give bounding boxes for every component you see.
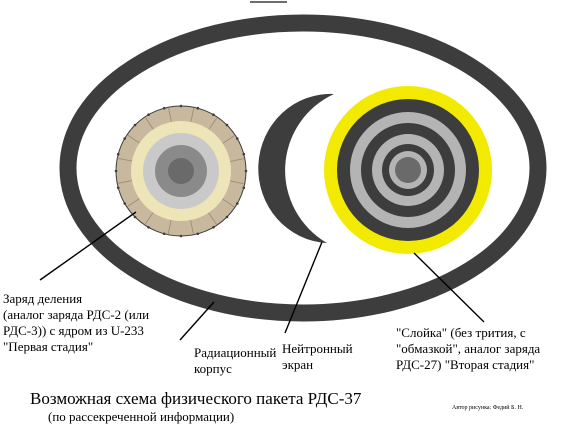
primary-lens-line — [230, 158, 244, 162]
primary-rim-dot — [244, 169, 248, 173]
primary-rim-dot — [196, 232, 200, 236]
radiation-leader-line — [179, 301, 215, 341]
primary-rim-dot — [179, 234, 183, 238]
primary-lens-line — [127, 134, 140, 144]
primary-lens-line — [222, 198, 235, 208]
primary-lens-line — [167, 219, 172, 234]
secondary-core — [395, 157, 421, 183]
layer-leader-line — [413, 252, 485, 323]
primary-rim-dot — [123, 137, 126, 140]
neutron-leader-line — [284, 241, 323, 334]
primary-lens-line — [222, 135, 235, 144]
primary-rim-dot — [162, 106, 166, 110]
author-credit: Автор рисунка: Федий Б. Н. — [452, 405, 524, 411]
primary-rim-dot — [242, 186, 246, 190]
fission-leader-line — [39, 211, 137, 281]
neutron-shield-label: Нейтронный экран — [282, 341, 353, 372]
primary-rim-dot — [212, 226, 215, 229]
layer-cake-label: "Слойка" (без трития, с "обмазкой", анал… — [396, 325, 541, 372]
primary-rim-dot — [147, 113, 150, 116]
primary-core — [168, 158, 194, 184]
primary-lens-lines — [118, 108, 244, 234]
primary-lens-line — [208, 117, 218, 130]
primary-lens-line — [229, 180, 244, 185]
primary-rim-dot — [212, 113, 215, 116]
primary-lens-line — [145, 117, 154, 130]
primary-rim-dot — [236, 137, 239, 140]
primary-rim-dot — [147, 226, 150, 229]
radiation-case-label: Радиационный корпус — [194, 345, 277, 376]
primary-rim-dot — [133, 123, 137, 127]
primary-rim-dot — [236, 202, 239, 205]
primary-rim-dot — [116, 186, 120, 190]
neutron-shield — [258, 93, 334, 243]
primary-rim-dots — [114, 104, 248, 238]
primary-rim-dot — [114, 169, 118, 173]
radiation-case — [59, 14, 547, 322]
primary-lens-line — [190, 108, 195, 123]
primary-rim-dot — [196, 106, 200, 110]
primary-lens-line — [127, 198, 140, 207]
primary-rim-dot — [242, 152, 246, 156]
primary-rim-dot — [123, 202, 126, 205]
fission-primary — [114, 104, 248, 238]
primary-lens-line — [118, 157, 133, 162]
primary-lens-line — [168, 108, 172, 122]
primary-rim-dot — [179, 104, 183, 108]
primary-rim-dot — [225, 123, 229, 127]
primary-lens-line — [118, 180, 132, 184]
primary-rim-dot — [225, 215, 229, 219]
primary-rim-dot — [116, 152, 120, 156]
fission-charge-label: Заряд деления (аналог заряда РДС-2 (или … — [3, 291, 150, 354]
primary-lens-line — [190, 220, 194, 234]
caption-title: Возможная схема физического пакета РДС-3… — [30, 389, 362, 408]
layer-cake-secondary — [324, 86, 492, 254]
primary-rim-dot — [162, 232, 166, 236]
primary-rim-dot — [133, 215, 137, 219]
primary-lens-line — [144, 212, 154, 225]
caption-subtitle: (по рассекреченной информации) — [48, 409, 235, 424]
primary-lens-line — [208, 212, 217, 225]
